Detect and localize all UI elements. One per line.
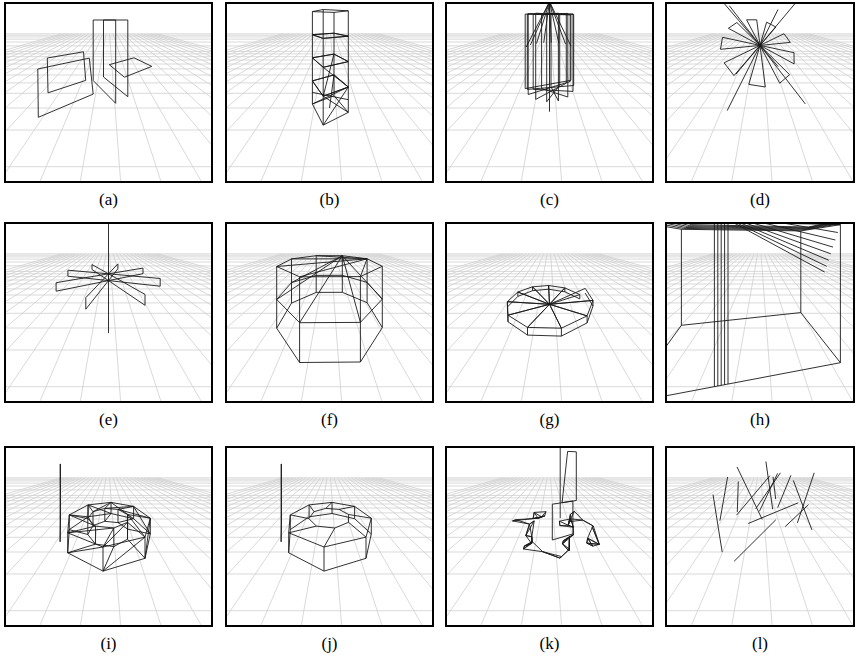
panel-frame bbox=[446, 447, 653, 626]
wireframe-model bbox=[38, 20, 152, 117]
panel-illustration bbox=[4, 446, 213, 627]
panel-frame bbox=[666, 3, 854, 182]
floor-grid bbox=[445, 254, 654, 403]
panel-illustration bbox=[445, 222, 654, 403]
panel-label: (f) bbox=[280, 410, 380, 430]
panel-label: (b) bbox=[280, 190, 380, 210]
panel-illustration bbox=[445, 446, 654, 627]
wireframe-model bbox=[507, 286, 593, 337]
panel-illustration bbox=[225, 2, 434, 183]
floor-grid bbox=[4, 478, 213, 627]
wireframe-model bbox=[277, 256, 383, 363]
panel-illustration bbox=[665, 222, 855, 403]
panel-label: (g) bbox=[500, 410, 600, 430]
panel-frame bbox=[5, 3, 212, 182]
panel-ground bbox=[4, 446, 213, 627]
panel-frame bbox=[226, 447, 433, 626]
wireframe-model bbox=[56, 222, 160, 333]
panel-label: (i) bbox=[59, 634, 159, 654]
panel-illustration bbox=[665, 446, 855, 627]
wireframe-model bbox=[281, 464, 371, 571]
floor-grid bbox=[665, 478, 855, 627]
panel-frame bbox=[446, 3, 653, 182]
wireframe-model bbox=[713, 462, 814, 562]
panel-label: (l) bbox=[710, 634, 810, 654]
panel-ground bbox=[225, 2, 434, 183]
panel-illustration bbox=[445, 2, 654, 183]
panel-label: (d) bbox=[710, 190, 810, 210]
floor-grid bbox=[445, 478, 654, 627]
panel-illustration bbox=[665, 2, 855, 183]
panel-ground bbox=[445, 446, 654, 627]
panel-frame bbox=[666, 447, 854, 626]
panel-ground bbox=[445, 222, 654, 403]
panel-illustration bbox=[225, 446, 434, 627]
panel-frame bbox=[5, 447, 212, 626]
wireframe-model bbox=[513, 446, 600, 558]
wireframe-model bbox=[665, 222, 855, 403]
panel-label: (k) bbox=[500, 634, 600, 654]
floor-grid bbox=[665, 34, 855, 183]
floor-grid bbox=[225, 478, 434, 627]
floor-grid bbox=[4, 34, 213, 183]
wireframe-model bbox=[721, 2, 806, 111]
floor-grid bbox=[225, 34, 434, 183]
panel-label: (e) bbox=[59, 410, 159, 430]
floor-grid bbox=[225, 254, 434, 403]
panel-illustration bbox=[225, 222, 434, 403]
wireframe-model bbox=[312, 10, 348, 126]
panel-frame bbox=[226, 3, 433, 182]
panel-label: (a) bbox=[59, 190, 159, 210]
panel-frame bbox=[226, 223, 433, 402]
wireframe-model bbox=[525, 2, 574, 112]
panel-frame bbox=[5, 223, 212, 402]
panel-illustration bbox=[4, 2, 213, 183]
panel-frame bbox=[446, 223, 653, 402]
panel-ground bbox=[225, 446, 434, 627]
panel-label: (c) bbox=[500, 190, 600, 210]
panel-frame bbox=[666, 223, 854, 402]
panel-label: (j) bbox=[280, 634, 380, 654]
floor-grid bbox=[665, 254, 855, 403]
panel-label: (h) bbox=[710, 410, 810, 430]
panel-ground bbox=[4, 2, 213, 183]
wireframe-model bbox=[60, 464, 150, 571]
panel-illustration bbox=[4, 222, 213, 403]
panel-ground bbox=[225, 222, 434, 403]
